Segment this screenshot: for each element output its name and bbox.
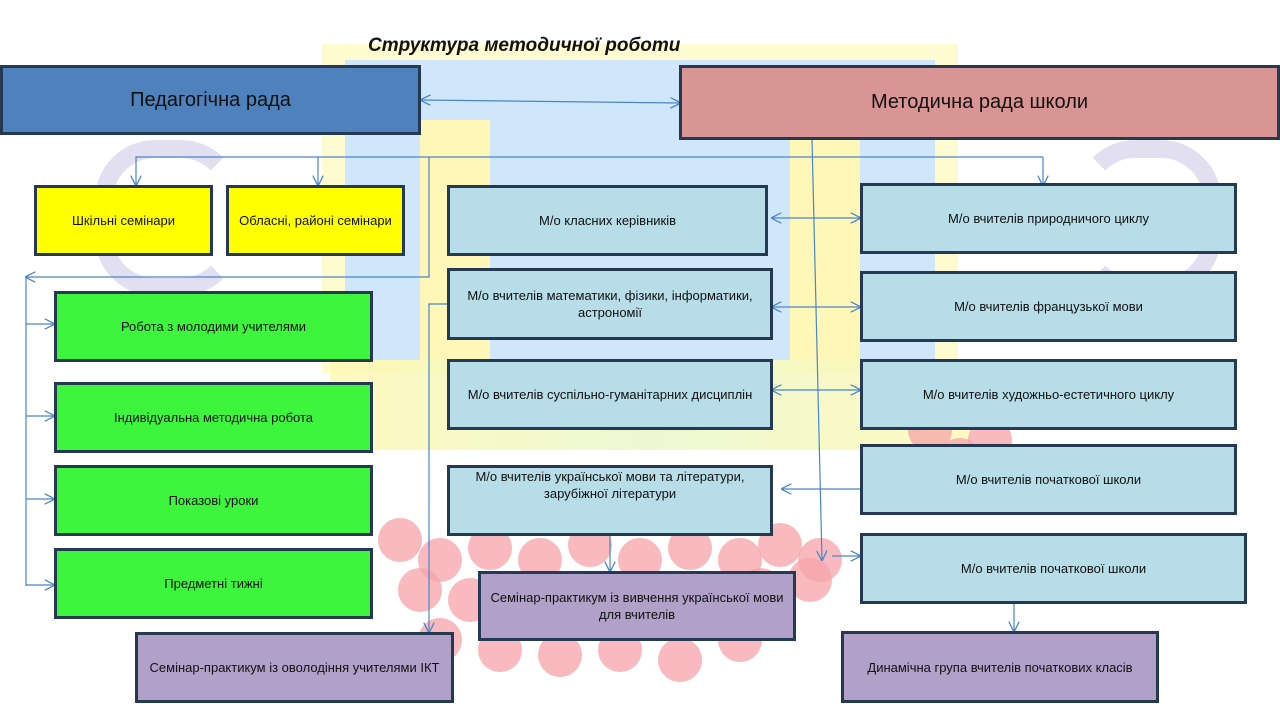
node-ict-workshop: Семінар-практикум із оволодіння учителям…: [135, 632, 454, 703]
node-label: Динамічна група вчителів початкових клас…: [867, 659, 1133, 675]
node-label: Методична рада школи: [870, 91, 1089, 113]
node-label: Робота з молодими учителями: [120, 319, 307, 334]
node-french: М/о вчителів французької мови: [860, 271, 1237, 342]
node-math-physics: М/о вчителів математики, фізики, інформа…: [447, 268, 773, 340]
node-young-teachers: Робота з молодими учителями: [54, 291, 373, 362]
node-ukrainian-workshop: Семінар-практикум із вивчення українсько…: [478, 571, 796, 641]
node-label: Показові уроки: [168, 493, 259, 508]
node-natural-sciences: М/о вчителів природничого циклу: [860, 183, 1237, 254]
node-label: Шкільні семінари: [72, 213, 175, 228]
node-label: Педагогічна рада: [130, 88, 291, 111]
connector-seminars-bus: [136, 156, 1043, 185]
node-label: М/о вчителів початкової школи: [960, 561, 1147, 576]
node-pedagogical-council: Педагогічна рада: [0, 65, 421, 135]
node-label: Семінар-практикум із оволодіння учителям…: [149, 660, 440, 675]
berry-decoration: [378, 518, 422, 562]
node-demo-lessons: Показові уроки: [54, 465, 373, 536]
berry-decoration: [658, 638, 702, 682]
connector-methodical-down: [811, 138, 822, 560]
connector-to-ict-workshop: [429, 303, 448, 632]
node-subject-weeks: Предметні тижні: [54, 548, 373, 619]
berry-decoration: [418, 538, 462, 582]
node-label: Семінар-практикум із вивчення українсько…: [490, 590, 784, 622]
background-trident-right: [790, 120, 860, 360]
node-primary-school-2: М/о вчителів початкової школи: [860, 533, 1247, 604]
node-label: Індивідуальна методична робота: [114, 410, 313, 425]
node-label: М/о вчителів математики, фізики, інформа…: [467, 288, 753, 320]
node-label: М/о вчителів української мови та літерат…: [475, 469, 745, 501]
node-label: Обласні, районі семінари: [239, 213, 392, 228]
node-arts: М/о вчителів художньо-естетичного циклу: [860, 359, 1237, 430]
node-methodical-council: Методична рада школи: [679, 65, 1280, 140]
node-primary-dynamic-group: Динамічна група вчителів початкових клас…: [841, 631, 1159, 703]
node-label: М/о вчителів художньо-естетичного циклу: [922, 387, 1175, 402]
node-school-seminars: Шкільні семінари: [34, 185, 213, 256]
connector-councils: [421, 100, 680, 103]
berry-decoration: [398, 568, 442, 612]
node-individual-work: Індивідуальна методична робота: [54, 382, 373, 453]
node-class-teachers: М/о класних керівників: [447, 185, 768, 256]
node-ukrainian-literature: М/о вчителів української мови та літерат…: [447, 465, 773, 536]
node-label: М/о вчителів початкової школи: [955, 472, 1142, 487]
node-regional-seminars: Обласні, районі семінари: [226, 185, 405, 256]
node-humanities: М/о вчителів суспільно-гуманітарних дисц…: [447, 359, 773, 430]
node-label: Предметні тижні: [164, 576, 263, 591]
node-label: М/о вчителів природничого циклу: [948, 211, 1149, 226]
node-label: М/о вчителів французької мови: [954, 299, 1143, 314]
berry-decoration: [798, 538, 842, 582]
node-primary-school-1: М/о вчителів початкової школи: [860, 444, 1237, 515]
node-label: М/о вчителів суспільно-гуманітарних дисц…: [467, 387, 753, 402]
node-label: М/о класних керівників: [539, 213, 676, 228]
diagram-title: Структура методичної роботи: [368, 35, 681, 56]
